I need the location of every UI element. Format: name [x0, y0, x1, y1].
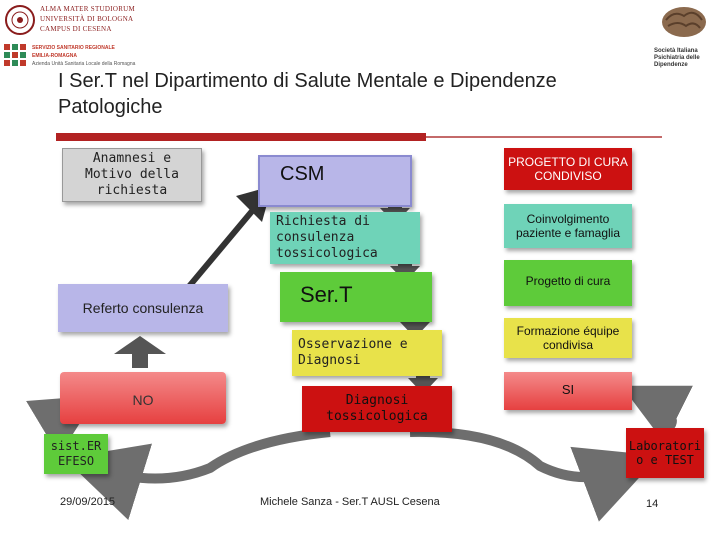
coinvolgimento-box: Coinvolgimento paziente e famaglia	[504, 204, 632, 248]
sip-line-3: Dipendenze	[654, 62, 688, 68]
regione-line-1: SERVIZIO SANITARIO REGIONALE	[32, 45, 115, 51]
anamnesi-text: Anamnesi e Motivo della richiesta	[85, 151, 179, 198]
regione-logo: SERVIZIO SANITARIO REGIONALE EMILIA-ROMA…	[2, 42, 142, 70]
unibo-seal-icon	[5, 5, 35, 35]
brain-icon	[662, 7, 706, 37]
laboratori-text: Laboratori o e TEST	[628, 439, 702, 467]
regione-grid-icon	[4, 44, 26, 66]
regione-line-2: EMILIA-ROMAGNA	[32, 53, 77, 59]
regione-line-3: Azienda Unità Sanitaria Locale della Rom…	[32, 61, 136, 67]
page-number: 14	[646, 498, 659, 510]
sister-box: sist.ER EFESO	[44, 434, 108, 474]
footer-date: 29/09/2015	[60, 496, 116, 508]
formazione-text: Formazione équipe condivisa	[516, 324, 620, 352]
sert-text: Ser.T	[300, 282, 353, 307]
unibo-line-2: UNIVERSITÀ DI BOLOGNA	[40, 15, 134, 23]
footer-author: Michele Sanza - Ser.T AUSL Cesena	[260, 496, 440, 508]
richiesta-text: Richiesta di consulenza tossicologica	[276, 214, 378, 261]
osservazione-box: Osservazione e Diagnosi	[292, 330, 442, 376]
sip-line-1: Società Italiana	[654, 48, 698, 54]
diagnosi-box: Diagnosi tossicologica	[302, 386, 452, 432]
sister-text: sist.ER EFESO	[50, 439, 102, 468]
progetto-condiviso-box: PROGETTO DI CURA CONDIVISO	[504, 148, 632, 190]
title-underline-bar	[56, 133, 426, 141]
anamnesi-box: Anamnesi e Motivo della richiesta	[62, 148, 202, 202]
formazione-box: Formazione équipe condivisa	[504, 318, 632, 358]
up-arrow-icon	[114, 336, 166, 368]
progetto-condiviso-text: PROGETTO DI CURA CONDIVISO	[508, 155, 628, 183]
no-box: NO	[60, 372, 226, 424]
richiesta-box: Richiesta di consulenza tossicologica	[270, 212, 420, 264]
laboratori-box: Laboratori o e TEST	[626, 428, 704, 478]
referto-text: Referto consulenza	[82, 300, 204, 316]
sert-box: Ser.T	[280, 272, 432, 322]
no-text: NO	[132, 392, 154, 408]
progetto-cura-box: Progetto di cura	[504, 260, 632, 306]
csm-box: CSM	[258, 155, 412, 207]
curve-left-arrow	[63, 427, 331, 521]
osservazione-text: Osservazione e Diagnosi	[298, 337, 408, 368]
csm-text: CSM	[280, 163, 325, 185]
sip-logo: Società Italiana Psichiatria delle Dipen…	[648, 2, 718, 72]
si-text: SI	[561, 382, 575, 397]
referto-box: Referto consulenza	[58, 284, 228, 332]
sip-line-2: Psichiatria delle	[654, 55, 700, 61]
progetto-cura-text: Progetto di cura	[525, 274, 611, 288]
slide-title: I Ser.T nel Dipartimento di Salute Menta…	[58, 70, 557, 118]
coinvolgimento-text: Coinvolgimento paziente e famaglia	[515, 212, 621, 240]
unibo-logo: ALMA MATER STUDIORUM UNIVERSITÀ DI BOLOG…	[2, 2, 142, 42]
diagnosi-text: Diagnosi tossicologica	[326, 393, 428, 424]
unibo-line-3: CAMPUS DI CESENA	[40, 25, 112, 33]
curve-right-arrow	[409, 426, 660, 522]
title-underline-thin	[426, 136, 662, 138]
si-box: SI	[504, 372, 632, 410]
unibo-line-1: ALMA MATER STUDIORUM	[40, 5, 136, 13]
